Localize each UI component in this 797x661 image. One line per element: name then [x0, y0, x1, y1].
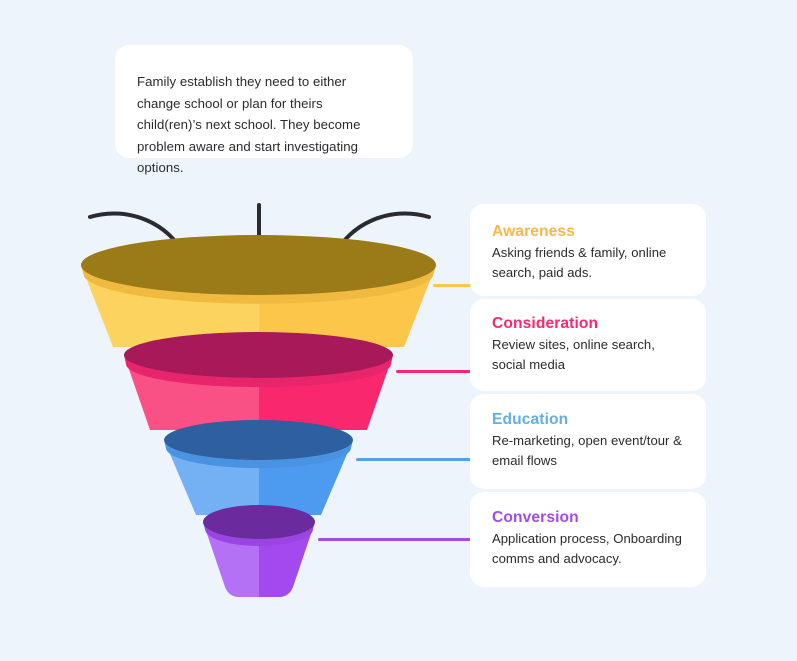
connector-line-conversion [318, 538, 471, 541]
funnel-stage-education[interactable] [164, 420, 353, 515]
stage-card-awareness-description: Asking friends & family, online search, … [492, 245, 667, 280]
callout-box: Family establish they need to either cha… [115, 45, 413, 175]
funnel-stage-awareness-opening [81, 235, 436, 295]
stage-card-conversion[interactable]: Conversion Application process, Onboardi… [470, 492, 706, 587]
stage-card-awareness[interactable]: Awareness Asking friends & family, onlin… [470, 204, 706, 296]
funnel-stage-conversion-opening [203, 505, 315, 539]
funnel-stage-consideration[interactable] [124, 332, 393, 430]
connector-line-awareness [433, 284, 471, 287]
funnel-stage-education-rim [164, 440, 353, 469]
stage-card-education[interactable]: Education Re-marketing, open event/tour … [470, 394, 706, 489]
funnel-stage-education-opening [164, 420, 353, 460]
funnel-stage-conversion-rim [203, 522, 315, 546]
funnel-stage-consideration-opening [124, 332, 393, 378]
funnel-stage-conversion[interactable] [203, 505, 315, 597]
funnel-stage-awareness-rim [81, 265, 436, 304]
connector-line-consideration [396, 370, 471, 373]
stage-card-education-title: Education [492, 411, 569, 428]
stage-card-consideration[interactable]: Consideration Review sites, online searc… [470, 299, 706, 391]
stage-card-conversion-description: Application process, Onboarding comms an… [492, 531, 682, 566]
stage-card-consideration-title: Consideration [492, 315, 599, 332]
callout-text: Family establish they need to either cha… [137, 74, 361, 175]
connector-line-education [356, 458, 471, 461]
stage-card-awareness-title: Awareness [492, 223, 575, 240]
stage-card-education-description: Re-marketing, open event/tour & email fl… [492, 433, 682, 468]
stage-card-conversion-title: Conversion [492, 509, 579, 526]
funnel-stage-awareness[interactable] [81, 235, 436, 347]
stage-card-consideration-description: Review sites, online search, social medi… [492, 337, 655, 372]
funnel-stage-consideration-rim [124, 355, 393, 388]
